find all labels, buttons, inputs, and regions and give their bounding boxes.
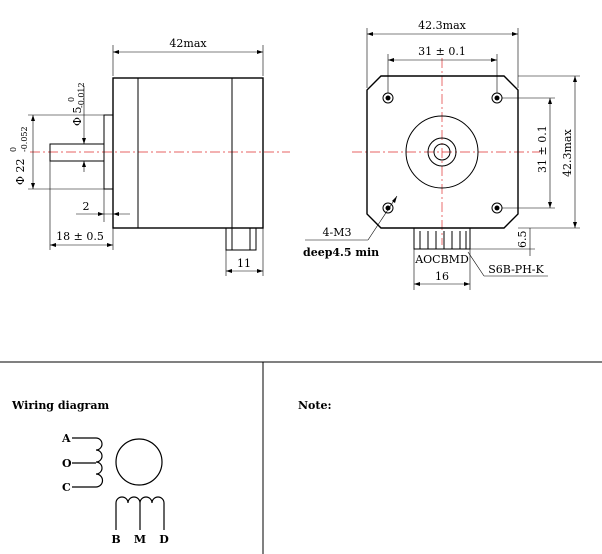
shaft-length-label: 18 ± 0.5: [56, 230, 104, 243]
note-title: Note:: [298, 399, 332, 412]
screw-leader: [367, 195, 398, 241]
lead-b-label: B: [111, 533, 120, 546]
wiring-diagram: Wiring diagram A O C B M D: [11, 399, 169, 546]
front-view: 42.3max 31 ± 0.1 31 ± 0.1 42.3max 6.5 4-…: [303, 19, 580, 290]
motor-body: [112, 77, 264, 229]
shaft-22-label: Φ 22: [14, 158, 27, 185]
hole-spacing-h-label: 31 ± 0.1: [418, 45, 466, 58]
connector-offset-label: 6.5: [516, 231, 529, 249]
rotor-circle: [115, 438, 163, 486]
mount-hole-br: [491, 202, 503, 214]
connector-model-label: S6B-PH-K: [488, 263, 544, 276]
connector-model-leader: [467, 251, 485, 277]
side-connector: [225, 227, 257, 251]
front-body: [366, 75, 519, 229]
mount-hole-bl: [382, 202, 394, 214]
lead-d-label: D: [159, 533, 169, 546]
screw-label: 4-M3: [323, 226, 352, 239]
note-section: Note:: [298, 399, 332, 412]
front-shaft-outer: [427, 137, 457, 167]
connector-pins-label: AOCBMD: [414, 253, 469, 266]
lead-a-label: A: [61, 432, 71, 445]
lead-c-label: C: [62, 481, 71, 494]
lead-m-label: M: [134, 533, 146, 546]
body-length-label: 42max: [169, 37, 207, 50]
motor-shaft: [49, 143, 105, 162]
screw-depth-label: deep4.5 min: [303, 246, 379, 259]
front-shaft-inner: [433, 143, 451, 161]
hole-spacing-v-label: 31 ± 0.1: [536, 125, 549, 173]
connector-width-label: 16: [435, 270, 449, 283]
wiring-title: Wiring diagram: [11, 399, 109, 412]
front-width-label: 42.3max: [418, 19, 466, 32]
mount-hole-tr: [491, 92, 503, 104]
connector-label: 11: [237, 257, 251, 270]
shaft-22-lower-tol: -0.052: [20, 126, 29, 152]
shaft-22-upper-tol: 0: [9, 147, 18, 152]
front-height-label: 42.3max: [561, 129, 574, 177]
left-coil: [72, 437, 104, 488]
side-view: 42max Φ 22 0 -0.052 Φ 5 0 -0.012 2 18 ± …: [9, 37, 290, 276]
mount-hole-tl: [382, 92, 394, 104]
info-table: [0, 361, 602, 554]
flange-label: 2: [83, 200, 90, 213]
shaft-5-label: Φ 5: [71, 106, 84, 126]
shaft-5-lower-tol: -0.012: [77, 82, 86, 108]
front-connector: [413, 227, 471, 250]
lead-o-label: O: [62, 457, 72, 470]
bottom-coil: [115, 496, 165, 530]
shaft-5-upper-tol: 0: [67, 97, 76, 102]
front-boss: [405, 115, 479, 189]
